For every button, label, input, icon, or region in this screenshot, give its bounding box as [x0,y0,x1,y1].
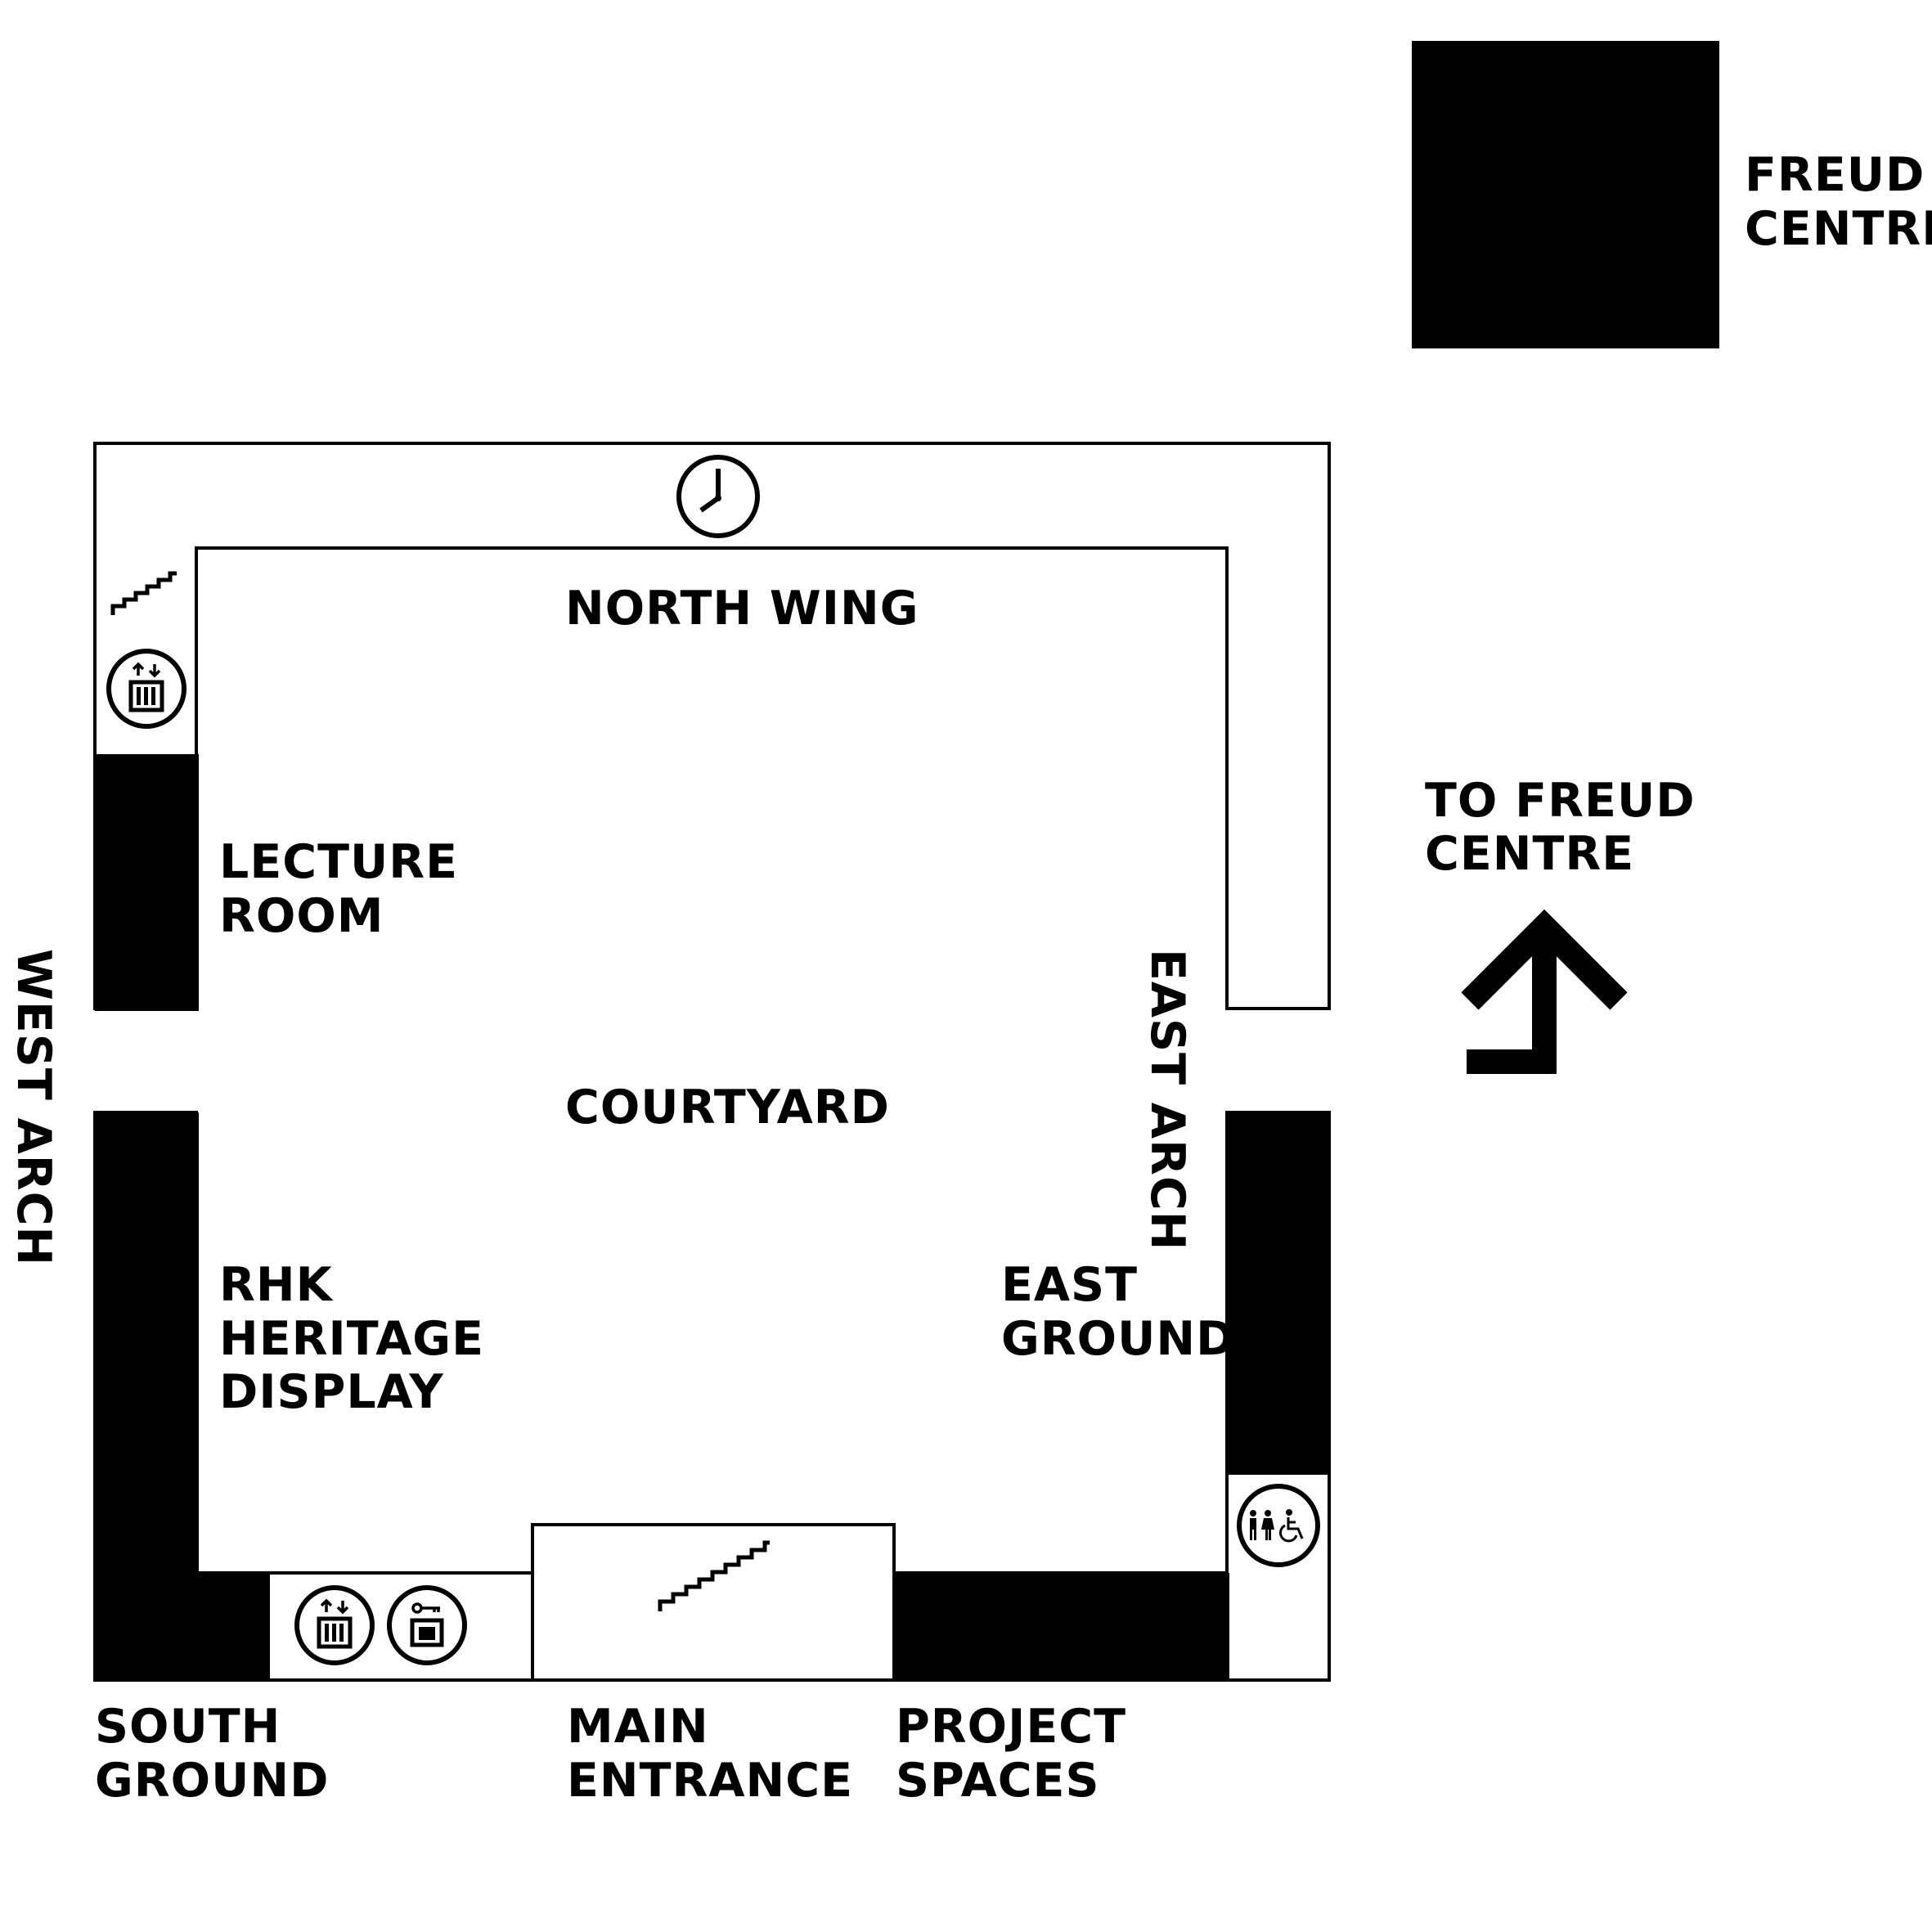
east-block [1227,1112,1329,1475]
freud-centre-line-2: CENTRE [1745,202,1932,256]
rhk-line-2: HERITAGE [219,1312,484,1366]
stairs-icon [110,571,177,615]
east-ground-line-1: EAST [1001,1258,1138,1312]
toilets-accessible-icon [1237,1484,1320,1567]
up-arrow-icon [1461,909,1628,1074]
project-spaces-line-2: SPACES [896,1754,1100,1808]
west-arch-label: WEST ARCH [7,949,61,1266]
north-wing-label: NORTH WING [565,582,919,636]
clock-icon [676,455,760,538]
main-entrance-line-2: ENTRANCE [567,1754,853,1808]
rhk-heritage-display-label: RHK HERITAGE DISPLAY [219,1258,501,1419]
lift-icon [109,651,184,726]
lift-icon [297,1588,372,1663]
project-spaces-line-1: PROJECT [896,1700,1126,1754]
main-entrance-box [531,1523,896,1682]
freud-centre-label: FREUD CENTRE [1745,148,1932,256]
east-ground-line-2: GROUND [1001,1312,1235,1366]
rhk-line-3: DISPLAY [219,1365,444,1419]
south-ground-line-1: SOUTH [95,1700,281,1754]
courtyard-label: COURTYARD [565,1081,890,1134]
project-spaces-block [894,1573,1229,1680]
locker-icon [387,1585,467,1665]
south-ground-label: SOUTH GROUND [95,1700,329,1808]
main-entrance-label: MAIN ENTRANCE [567,1700,853,1808]
lecture-room-line-2: ROOM [219,889,384,943]
main-entrance-line-1: MAIN [567,1700,709,1754]
south-ground-line-2: GROUND [95,1754,329,1808]
stairs-icon [658,1540,770,1611]
to-freud-line-1: TO FREUD [1425,774,1696,828]
lecture-room-line-1: LECTURE [219,835,458,889]
east-arch-label: EAST ARCH [1140,949,1194,1251]
freud-centre-line-1: FREUD [1745,148,1925,202]
lecture-room-label: LECTURE ROOM [219,835,475,943]
south-west-block [95,1112,270,1680]
rhk-line-1: RHK [219,1258,334,1312]
project-spaces-label: PROJECT SPACES [896,1700,1143,1808]
freud-centre-block [1412,41,1719,348]
lecture-room-block [95,754,199,1011]
east-ground-label: EAST GROUND [1001,1258,1235,1366]
to-freud-line-2: CENTRE [1425,827,1634,881]
to-freud-centre-label: TO FREUD CENTRE [1425,774,1712,881]
